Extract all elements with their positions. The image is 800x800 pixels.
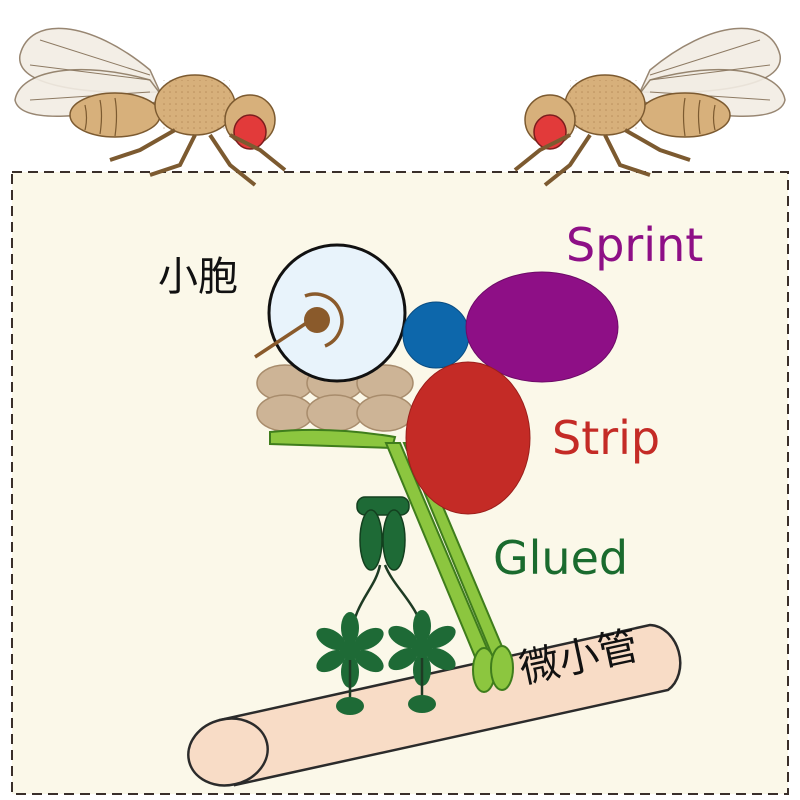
membrane-cluster [256,364,414,432]
microtubule [187,623,682,787]
sprint-label: Sprint [566,218,703,272]
fruit-fly-left-icon [14,27,287,187]
strip-protein [405,361,531,515]
fruit-fly-right-icon [513,27,786,187]
vesicle [254,243,407,383]
dynein-head-left [316,612,384,715]
blue-protein [402,301,470,369]
dynein-motor [316,496,456,715]
glued-label: Glued [493,531,628,585]
dynein-head-right [388,610,456,713]
strip-label: Strip [552,411,660,465]
vesicle-label: 小胞 [158,254,238,300]
sprint-protein [465,271,619,383]
